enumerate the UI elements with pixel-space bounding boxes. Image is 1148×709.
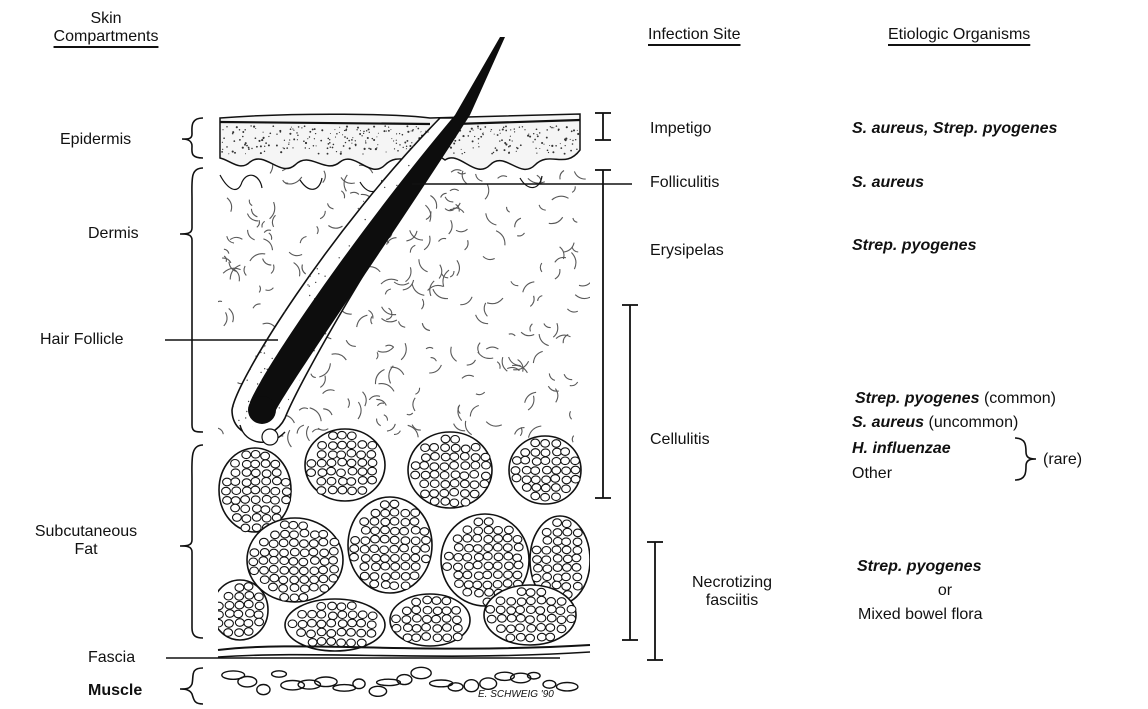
cellulitis-rare-note: (rare) — [1043, 451, 1082, 469]
site-erysipelas: Erysipelas — [650, 242, 724, 260]
infection-site-header: Infection Site — [648, 26, 741, 44]
compartment-fascia: Fascia — [88, 649, 135, 667]
compartment-epidermis: Epidermis — [60, 131, 131, 149]
etiologic-organisms-header: Etiologic Organisms — [888, 26, 1030, 44]
subcutaneous-line: Subcutaneous — [14, 523, 158, 541]
cellulitis-organism-saureus: S. aureus — [852, 414, 924, 431]
artist-signature: E. SCHWEIG '90 — [478, 689, 554, 701]
compartment-muscle: Muscle — [88, 682, 142, 700]
skin-compartments-header: Skin Compartments — [48, 10, 164, 47]
organism-cellulitis-1: Strep. pyogenes (common) — [855, 390, 1056, 408]
infection-range-bars — [595, 113, 663, 660]
site-necrotizing-fasciitis: Necrotizing fasciitis — [668, 574, 796, 611]
cellulitis-note-common: (common) — [984, 390, 1056, 407]
header-compartments-line: Compartments — [48, 28, 164, 46]
organism-cellulitis-2: S. aureus (uncommon) — [852, 414, 1018, 432]
necrotizing-line: Necrotizing — [668, 574, 796, 592]
header-skin-line: Skin — [48, 10, 164, 28]
compartment-dermis: Dermis — [88, 225, 139, 243]
organism-necrotizing-1: Strep. pyogenes — [857, 558, 981, 576]
organism-necrotizing-2: Mixed bowel flora — [858, 606, 983, 624]
cellulitis-organism-strep: Strep. pyogenes — [855, 390, 979, 407]
cellulitis-note-uncommon: (uncommon) — [928, 414, 1018, 431]
organism-cellulitis-3: H. influenzae — [852, 440, 951, 458]
subcutaneous-fat-lobules — [212, 429, 590, 651]
organism-impetigo: S. aureus, Strep. pyogenes — [852, 120, 1057, 138]
site-folliculitis: Folliculitis — [650, 174, 719, 192]
organism-cellulitis-4: Other — [852, 465, 892, 483]
compartment-subcutaneous-fat: Subcutaneous Fat — [14, 523, 158, 560]
site-impetigo: Impetigo — [650, 120, 711, 138]
rare-brace — [1015, 438, 1036, 480]
organism-folliculitis: S. aureus — [852, 174, 924, 192]
compartment-hair-follicle: Hair Follicle — [40, 331, 124, 349]
fat-line: Fat — [14, 541, 158, 559]
left-braces — [180, 118, 203, 704]
organism-necrotizing-or: or — [930, 582, 960, 600]
fasciitis-line: fasciitis — [668, 592, 796, 610]
organism-erysipelas: Strep. pyogenes — [852, 237, 976, 255]
hair-follicle-drawing — [231, 37, 505, 446]
site-cellulitis: Cellulitis — [650, 431, 710, 449]
